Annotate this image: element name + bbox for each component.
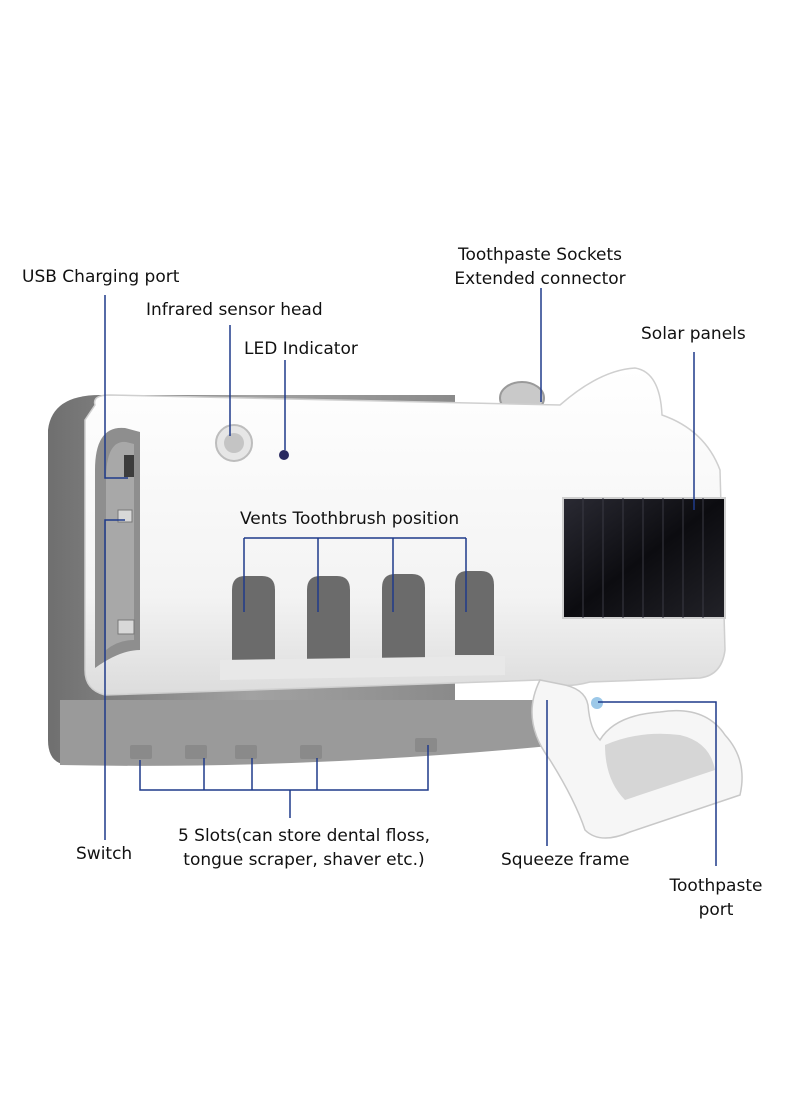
label-led-indicator: LED Indicator — [244, 339, 358, 359]
label-infrared-sensor-head: Infrared sensor head — [146, 300, 323, 320]
label-solar-panels: Solar panels — [641, 324, 746, 344]
label-switch: Switch — [76, 844, 133, 864]
solar-panel-shape — [562, 497, 726, 619]
led-shape — [279, 450, 289, 460]
label-slots-line1: 5 Slots(can store dental floss, — [177, 826, 431, 846]
label-slots-line2: tongue scraper, shaver etc.) — [183, 850, 425, 870]
label-usb-charging-port: USB Charging port — [22, 267, 180, 287]
callout-lines — [104, 288, 717, 866]
label-slots: 5 Slots(can store dental floss, tongue s… — [168, 824, 440, 872]
label-squeeze-frame: Squeeze frame — [501, 850, 630, 870]
toothpaste-port-shape — [591, 697, 603, 709]
label-vents-toothbrush-position: Vents Toothbrush position — [240, 509, 460, 529]
label-toothpaste-port: Toothpaste port — [658, 874, 774, 922]
label-toothpaste-sockets-line1: Toothpaste Sockets — [457, 245, 623, 265]
usb-port-shape — [124, 455, 134, 477]
slot-feet — [130, 738, 437, 759]
label-toothpaste-port-line2: port — [698, 900, 734, 920]
switch-shape — [117, 509, 133, 523]
label-toothpaste-sockets: Toothpaste Sockets Extended connector — [440, 243, 640, 291]
label-toothpaste-port-line1: Toothpaste — [669, 876, 763, 896]
label-toothpaste-sockets-line2: Extended connector — [454, 269, 626, 289]
